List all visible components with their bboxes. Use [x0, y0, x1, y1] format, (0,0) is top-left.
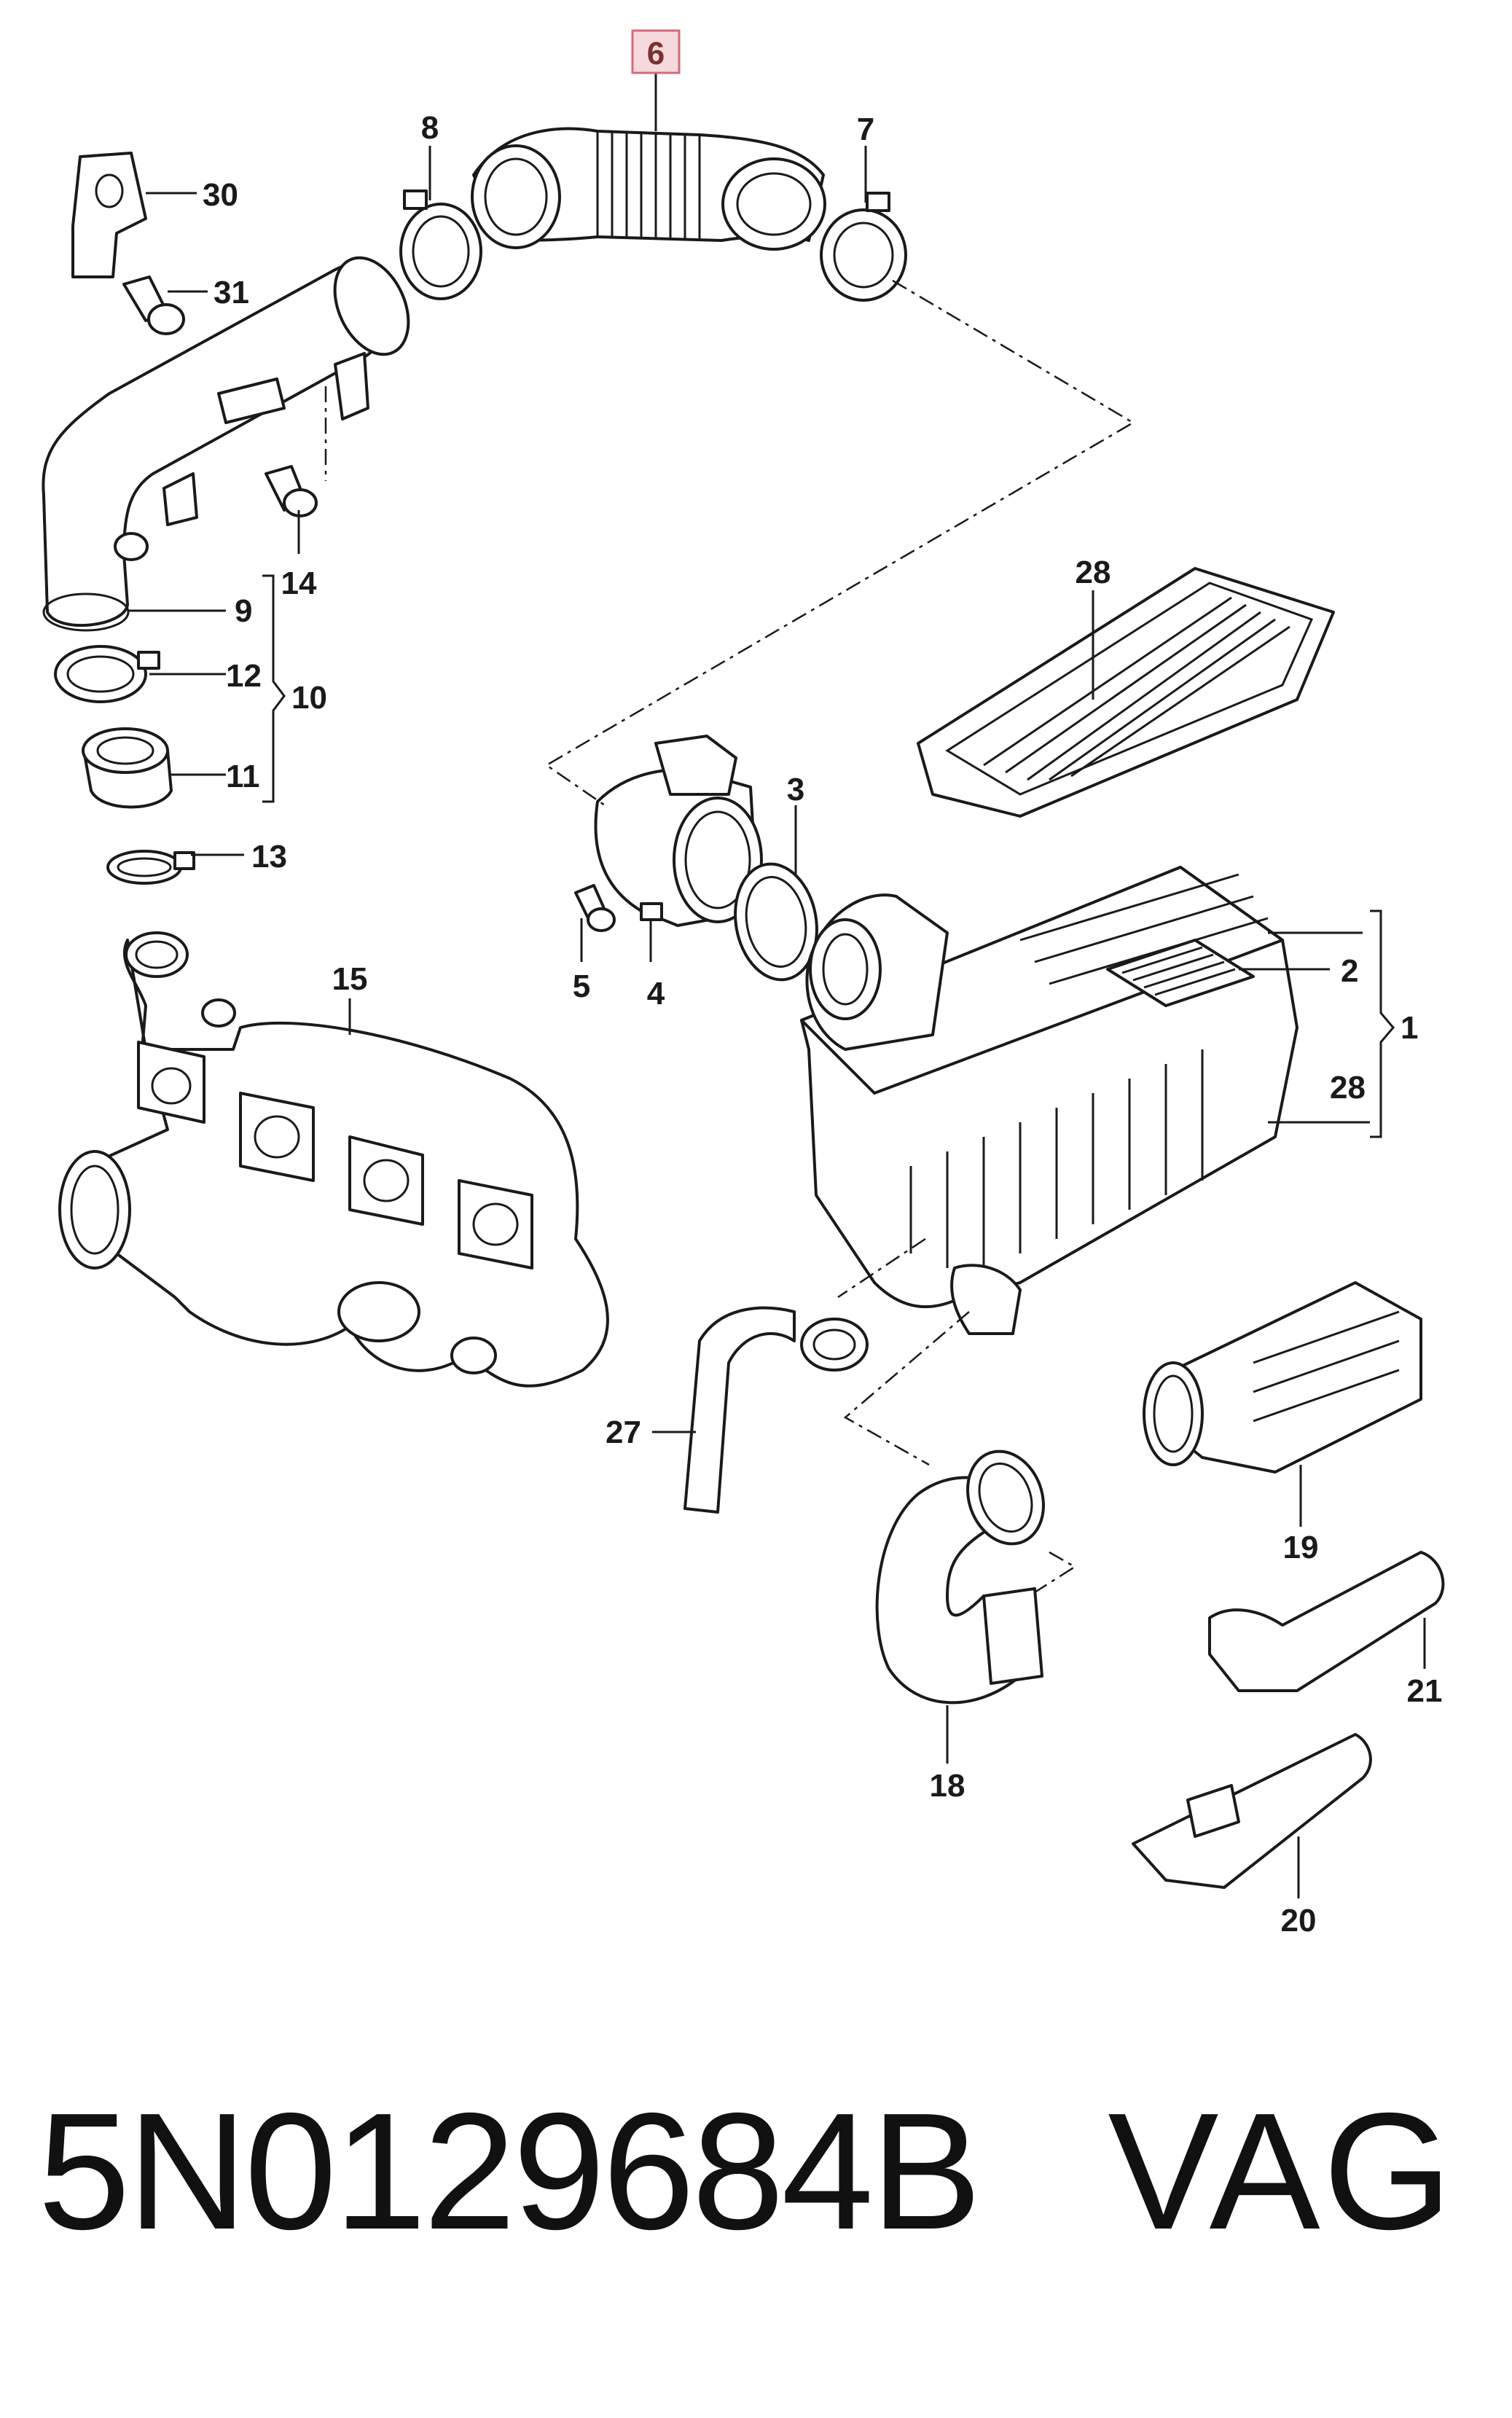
part-6-intake-hose [471, 127, 826, 251]
part-12-hose-clamp [54, 645, 160, 703]
part-7-hose-clamp [820, 192, 907, 302]
callout-11: 11 [226, 759, 260, 794]
part-21-cover [1208, 1551, 1445, 1692]
callout-5: 5 [573, 969, 590, 1004]
callout-6-highlight [631, 29, 681, 74]
callout-12: 12 [226, 658, 262, 694]
part-18-intake-duct [875, 1449, 1045, 1705]
part-31-bolt [122, 275, 185, 335]
part-13-hose-clamp [106, 850, 195, 885]
part-5-bolt [574, 884, 616, 932]
callout-19: 19 [1283, 1530, 1319, 1565]
part-1-air-filter-housing [800, 866, 1298, 1335]
callout-7: 7 [857, 111, 874, 147]
part-19-air-guide [1143, 1281, 1422, 1474]
callout-2: 2 [1341, 953, 1358, 989]
leader-lines [128, 73, 1426, 1898]
part-8-hose-clamp [399, 189, 482, 300]
callout-8: 8 [421, 110, 439, 146]
callout-13: 13 [251, 839, 287, 875]
dashed-reference-lines [324, 279, 1135, 1594]
callout-21: 21 [1407, 1673, 1443, 1709]
callout-4: 4 [647, 976, 665, 1012]
callout-3: 3 [787, 772, 804, 807]
callout-labels: 6 8 7 30 31 14 9 12 10 11 13 15 3 5 4 28… [203, 29, 1443, 1938]
callout-10: 10 [291, 680, 327, 716]
callout-6: 6 [647, 36, 665, 71]
callout-14: 14 [281, 566, 317, 601]
callout-15: 15 [332, 961, 368, 997]
callout-9: 9 [235, 593, 252, 629]
footer: 5N0129684B VAG [0, 2077, 1512, 2266]
part-9-charge-pipe [42, 256, 410, 632]
part-11-coupling-sleeve [82, 727, 173, 809]
part-30-bracket [71, 152, 147, 278]
callout-28-housing: 28 [1330, 1070, 1366, 1106]
brand-label: VAG [1108, 2079, 1455, 2264]
part-number: 5N0129684B [38, 2079, 982, 2264]
group-brackets [262, 574, 1395, 1138]
part-28-filter-element [917, 567, 1335, 818]
part-15-turbocharger [58, 931, 609, 1388]
part-27-drain-hose [683, 1306, 869, 1514]
callout-1: 1 [1401, 1010, 1418, 1046]
callout-30: 30 [203, 177, 238, 213]
callout-28-filter: 28 [1076, 555, 1111, 590]
callout-20: 20 [1281, 1903, 1317, 1938]
part-20-inlet-scoop [1132, 1733, 1372, 1889]
callout-31: 31 [214, 275, 249, 310]
callout-27: 27 [606, 1415, 641, 1450]
callout-18: 18 [930, 1768, 965, 1804]
part-14-bolt [265, 465, 318, 517]
part-3-seal-ring [734, 862, 818, 982]
